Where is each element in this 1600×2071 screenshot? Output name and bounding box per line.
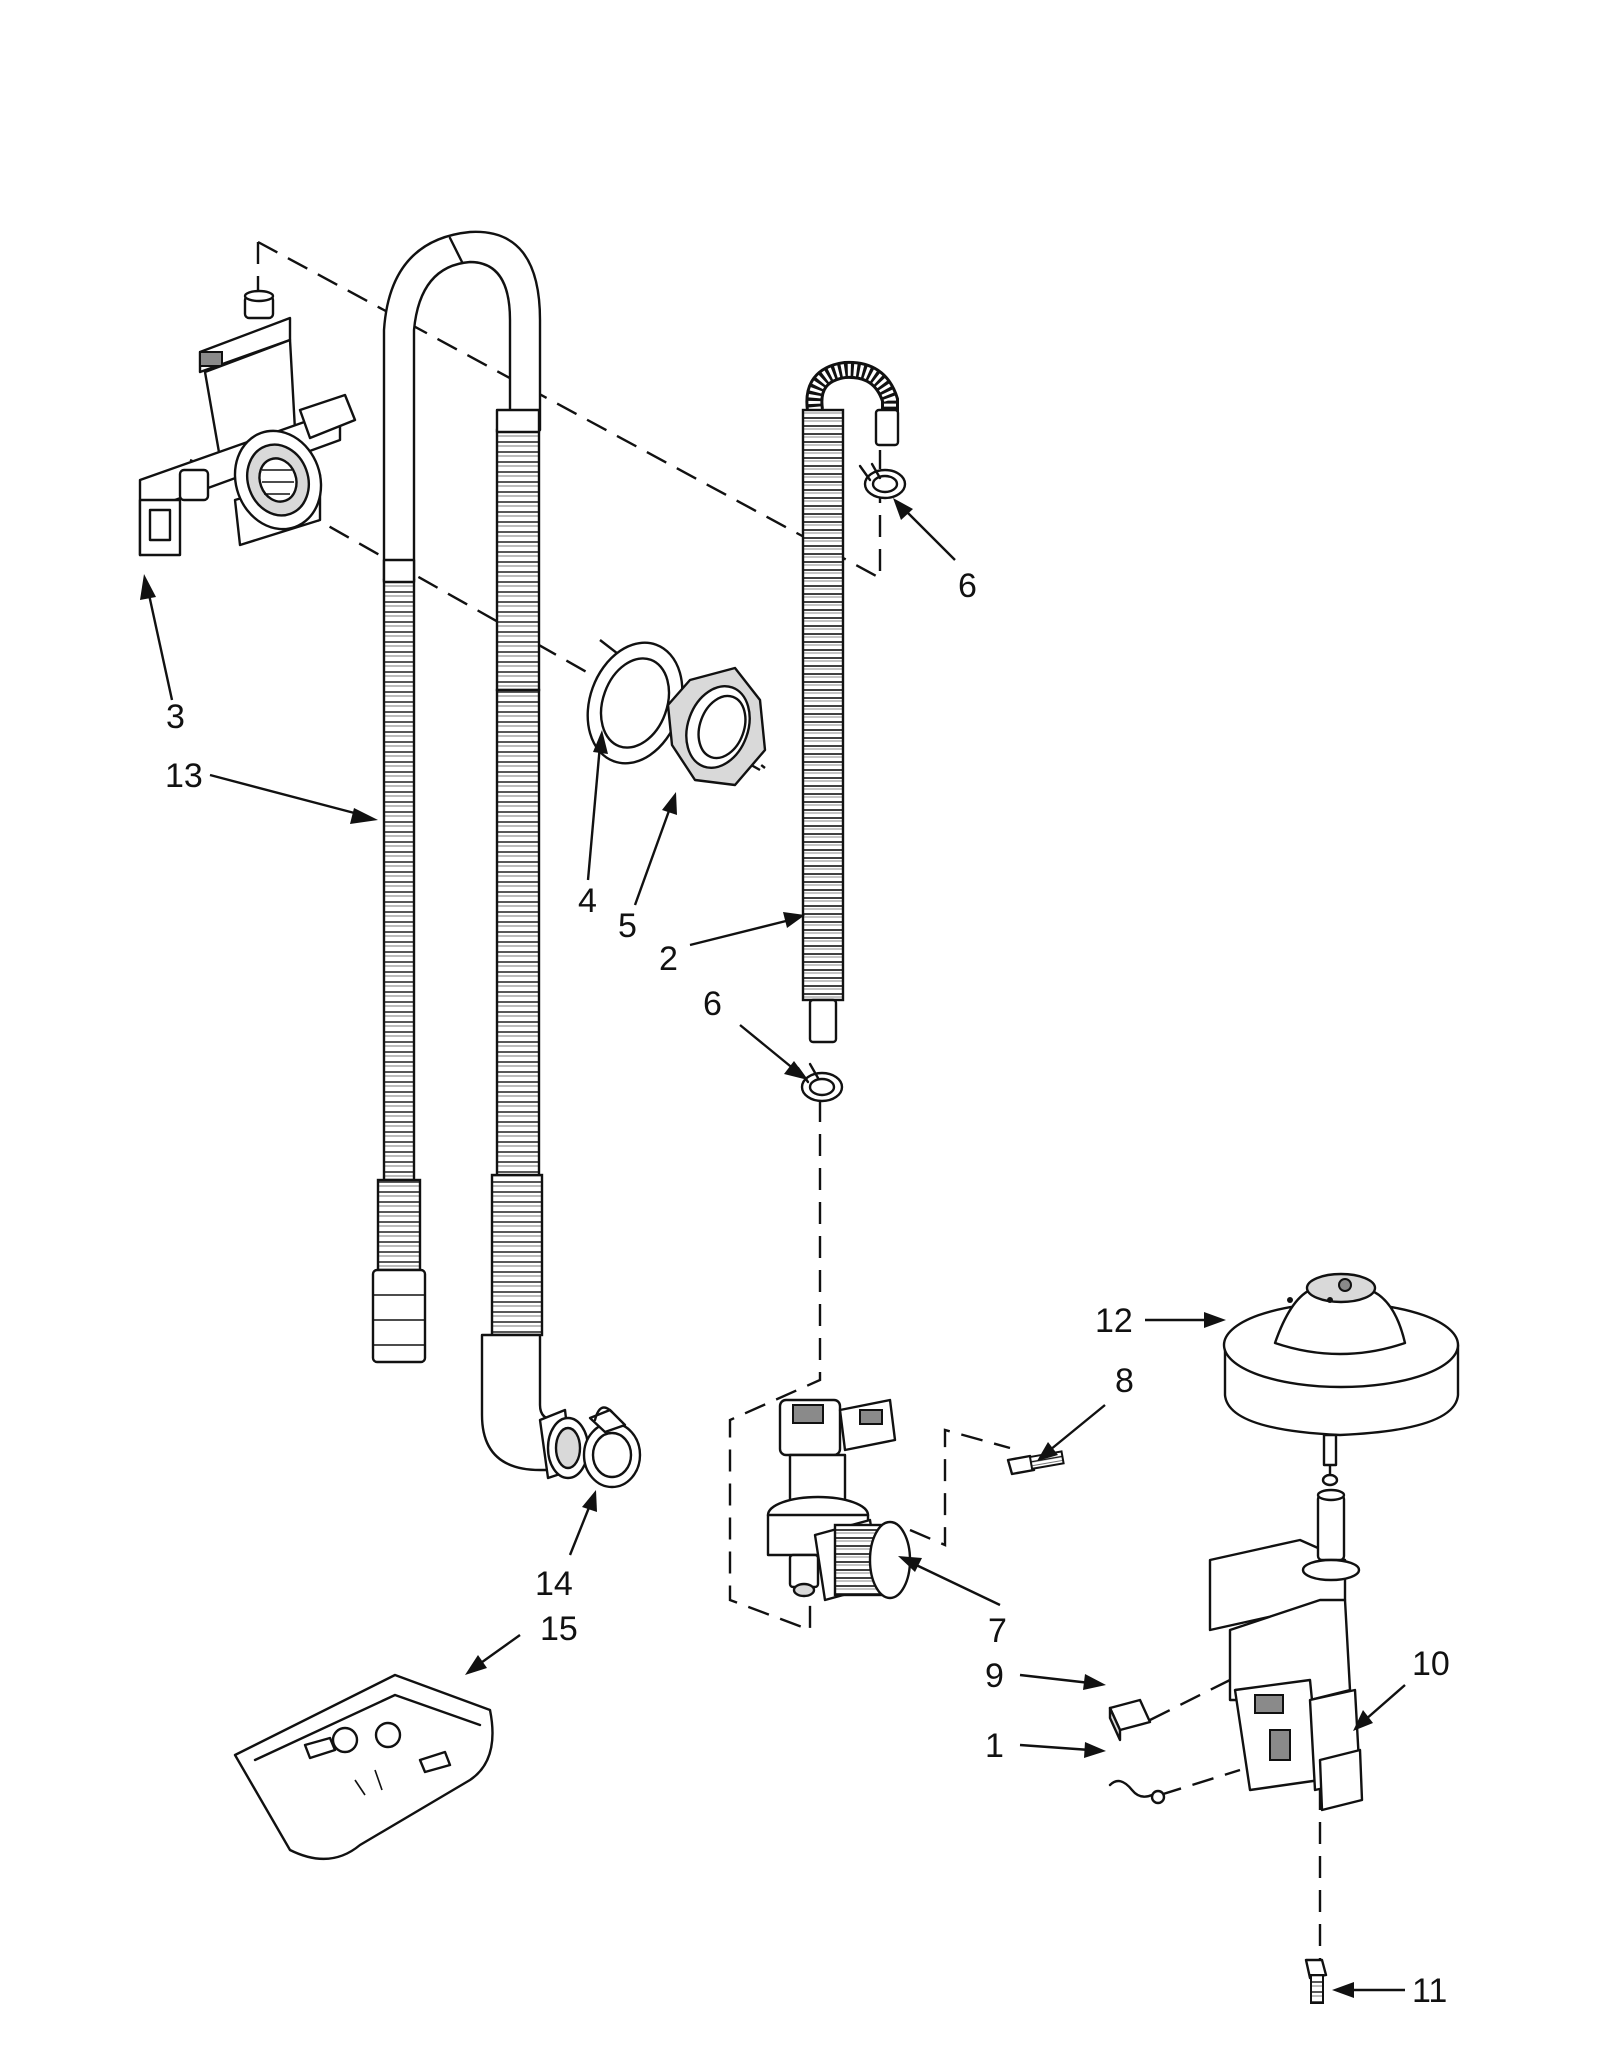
- hose-clamp-upper: [858, 462, 907, 500]
- hose-clamp-lower: [796, 1062, 844, 1103]
- screw-part-11: [1304, 1958, 1328, 2004]
- callout-14: 14: [535, 1565, 573, 1603]
- water-valve-part: [766, 1398, 912, 1602]
- hose-bracket-part: [138, 289, 357, 557]
- callout-9: 9: [985, 1657, 1004, 1695]
- callout-11: 11: [1412, 1972, 1447, 2010]
- callout-15: 15: [540, 1610, 578, 1648]
- micro-switch-part: [1108, 1698, 1152, 1742]
- callout-6-upper: 6: [958, 567, 977, 605]
- drain-hose-part: [371, 230, 590, 1480]
- parts-bag-part: [233, 1673, 494, 1861]
- callout-labels: 1 2 3 4 5 6 6 7 8 9 10 11 12 13 14 15: [165, 567, 1450, 2010]
- drain-clamp-part: [582, 1406, 642, 1489]
- callout-13: 13: [165, 757, 203, 795]
- float-switch-bracket-part: [1208, 1488, 1364, 1812]
- fill-hose-part: [801, 360, 900, 1044]
- float-part: [1222, 1272, 1460, 1487]
- callout-6-lower: 6: [703, 985, 722, 1023]
- callout-12: 12: [1095, 1302, 1133, 1340]
- callout-5: 5: [618, 907, 637, 945]
- callout-1: 1: [985, 1727, 1004, 1765]
- callout-2: 2: [659, 940, 678, 978]
- callout-3: 3: [166, 698, 185, 736]
- leader-lines: [140, 498, 1406, 1998]
- callout-7: 7: [988, 1612, 1007, 1650]
- callout-10: 10: [1412, 1645, 1450, 1683]
- callout-8: 8: [1115, 1362, 1134, 1400]
- wire-clip-part: [1108, 1779, 1166, 1805]
- nut-part: [666, 666, 767, 787]
- washer-part: [586, 641, 684, 765]
- callout-4: 4: [578, 882, 597, 920]
